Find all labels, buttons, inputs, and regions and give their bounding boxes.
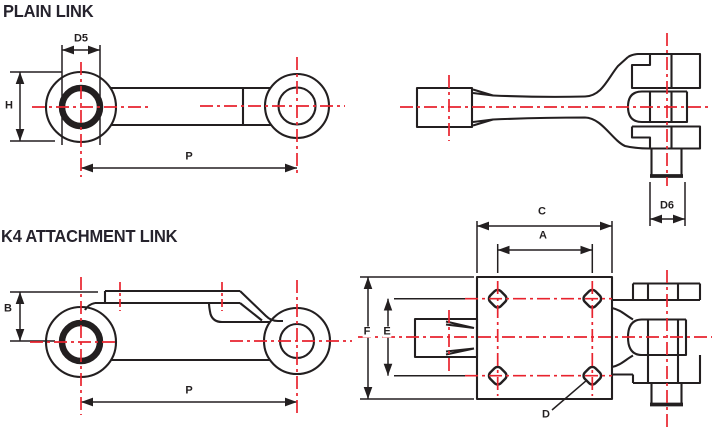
dim-label-f: F [362,325,372,338]
dim-label-d6: D6 [658,199,676,212]
dim-label-p-k4: P [184,384,194,397]
dim-label-a: A [538,229,548,242]
k4-link-side-view [10,277,352,415]
dim-label-e: E [382,325,392,338]
dim-label-p-plain: P [184,150,194,163]
plain-link-title: PLAIN LINK [3,1,94,21]
dim-label-b: B [3,302,13,315]
plain-link-side-view [10,45,345,177]
plain-link-top-view [400,33,712,226]
dim-label-c: C [537,205,547,218]
dim-label-d5: D5 [72,32,90,45]
dim-label-h: H [4,99,14,112]
k4-attachment-link-title: K4 ATTACHMENT LINK [1,226,178,246]
dim-label-d: D [541,408,551,421]
k4-link-top-view [358,221,712,427]
